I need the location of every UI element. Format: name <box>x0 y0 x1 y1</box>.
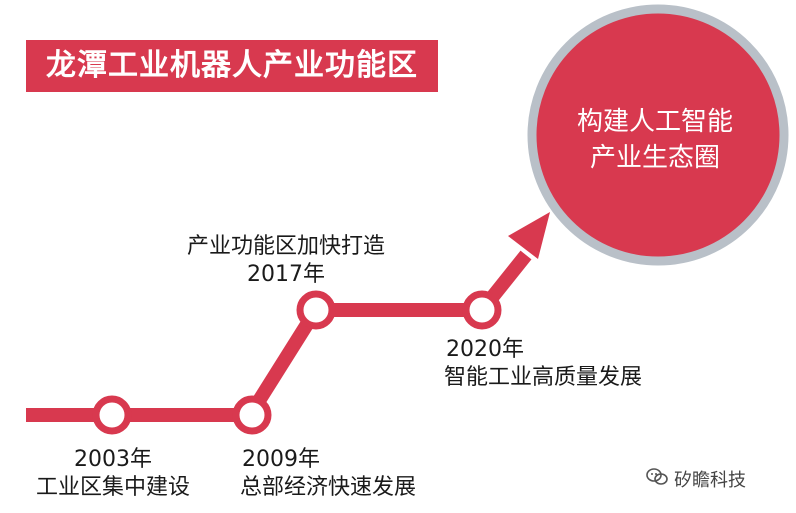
milestone-text: 工业区集中建设 <box>35 475 190 500</box>
title-text: 龙潭工业机器人产业功能区 <box>46 48 418 83</box>
milestone-2020: 2020年 智能工业高质量发展 <box>444 336 642 392</box>
goal-text: 构建人工智能 产业生态圈 <box>560 104 750 176</box>
milestone-year: 2017年 <box>247 262 325 287</box>
milestone-text: 智能工业高质量发展 <box>444 365 643 390</box>
goal-line-2: 产业生态圈 <box>589 143 720 173</box>
milestone-node-2003 <box>92 395 132 435</box>
watermark: 矽瞻科技 <box>646 464 746 494</box>
milestone-node-2017 <box>296 290 336 330</box>
milestone-node-2009 <box>232 395 272 435</box>
milestone-text: 产业功能区加快打造 <box>186 234 385 259</box>
milestone-year: 2020年 <box>446 337 524 362</box>
milestone-2017: 产业功能区加快打造 2017年 <box>176 233 396 289</box>
timeline-arrowhead <box>508 212 550 259</box>
milestone-text: 总部经济快速发展 <box>240 475 417 500</box>
milestone-year: 2003年 <box>74 447 152 472</box>
wechat-icon <box>646 467 668 492</box>
watermark-text: 矽瞻科技 <box>674 470 746 491</box>
goal-line-1: 构建人工智能 <box>576 107 733 137</box>
milestone-2003: 2003年 工业区集中建设 <box>28 446 198 502</box>
milestone-year: 2009年 <box>242 447 320 472</box>
title-banner: 龙潭工业机器人产业功能区 <box>26 40 438 92</box>
goal-circle <box>527 4 789 266</box>
milestone-2009: 2009年 总部经济快速发展 <box>240 446 416 502</box>
milestone-node-2020 <box>462 290 502 330</box>
